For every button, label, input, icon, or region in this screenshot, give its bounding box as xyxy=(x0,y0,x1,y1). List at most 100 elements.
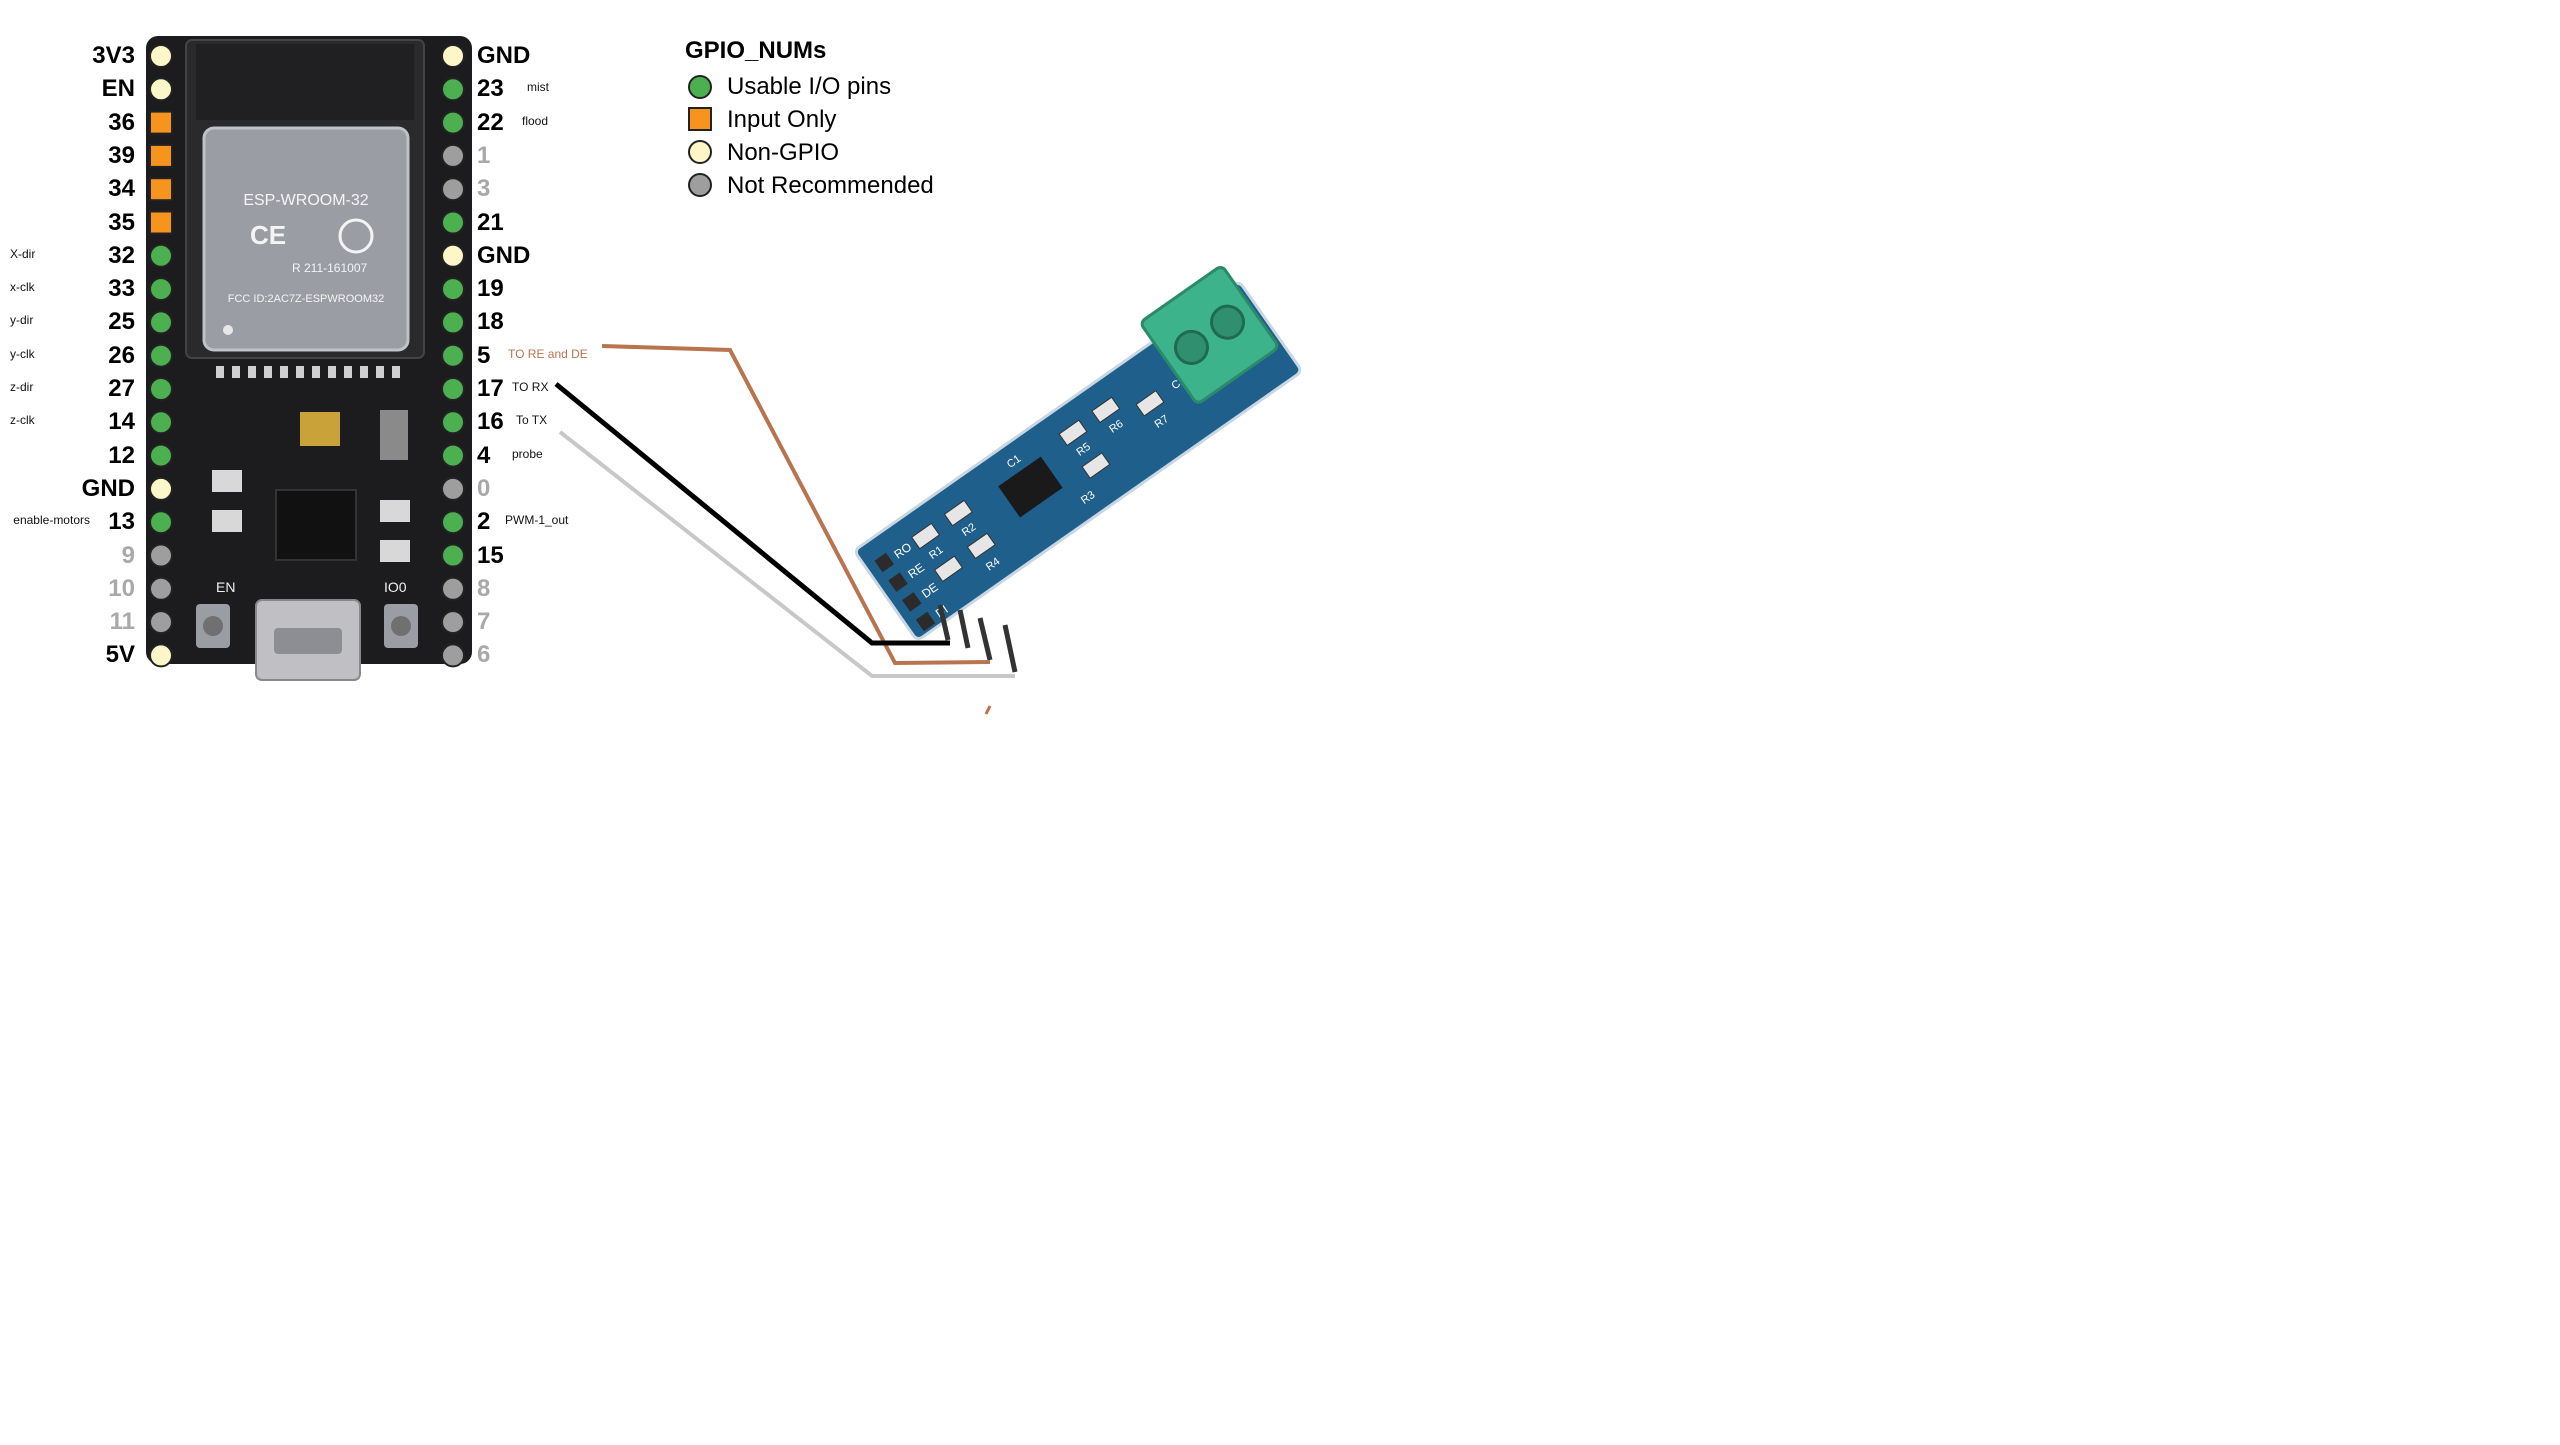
left-pin-note: enable-motors xyxy=(13,513,90,528)
right-pin-note: mist xyxy=(527,80,549,95)
legend-usable-label: Usable I/O pins xyxy=(727,73,892,100)
left-pin-11 xyxy=(149,377,173,401)
left-pin-15 xyxy=(149,510,173,535)
left-pin-2 xyxy=(149,77,173,102)
right-pin-11 xyxy=(441,377,465,401)
right-pin-13 xyxy=(441,443,465,468)
max485-chip xyxy=(998,456,1063,518)
right-pin-number: 23 xyxy=(477,75,504,103)
right-pin-number: 17 xyxy=(477,375,504,402)
right-pin-number: 8 xyxy=(477,574,491,602)
left-pin-number: 36 xyxy=(108,108,135,136)
left-pin-number: 9 xyxy=(121,541,135,569)
legend-input-marker xyxy=(688,107,712,131)
left-pin-number: 25 xyxy=(108,308,135,336)
boot-button-cap[interactable] xyxy=(391,616,411,636)
voltage-regulator xyxy=(380,410,408,460)
right-pin-16 xyxy=(441,543,465,568)
left-pin-14 xyxy=(149,476,173,501)
left-pin-6 xyxy=(149,210,173,235)
right-pin-number: 19 xyxy=(477,275,504,303)
right-pin-number: 16 xyxy=(477,408,504,436)
right-pin-1 xyxy=(441,44,465,68)
right-pin-number: 3 xyxy=(477,175,491,203)
right-pin-8 xyxy=(441,277,465,302)
right-pin-note: PWM-1_out xyxy=(505,513,569,528)
module-marking-3: FCC ID:2AC7Z-ESPWROOM32 xyxy=(228,293,384,305)
right-pin-note: probe xyxy=(512,446,543,461)
module-marking-2: R 211-161007 xyxy=(292,261,367,275)
left-pin-number: 27 xyxy=(108,375,135,402)
rs485-resistors xyxy=(911,389,1165,583)
right-pin-number: 1 xyxy=(477,141,491,169)
legend-markers xyxy=(688,75,712,197)
right-pin-note: To TX xyxy=(516,413,548,428)
left-pin-9 xyxy=(149,310,173,335)
right-pin-19 xyxy=(441,643,465,668)
left-pin-16 xyxy=(149,543,173,568)
right-pin-3 xyxy=(441,110,465,135)
right-pin-number: 22 xyxy=(477,108,504,136)
module-pads xyxy=(216,366,400,378)
left-pin-number: 12 xyxy=(108,441,135,469)
right-pin-number: 2 xyxy=(477,508,491,536)
rs485-module: R1 R2 R3 R4 R5 R6 R7 C1 C2 RO RE DE DI xyxy=(854,266,1302,640)
smd-component xyxy=(212,510,242,532)
right-pin-number: 15 xyxy=(477,541,504,569)
en-button-cap[interactable] xyxy=(203,616,223,636)
screw-terminal xyxy=(1140,266,1279,404)
left-pin-number: 34 xyxy=(108,175,135,203)
right-pin-9 xyxy=(441,310,465,335)
left-pin-1 xyxy=(149,44,173,68)
legend-input-label: Input Only xyxy=(727,106,837,133)
right-pin-note: flood xyxy=(522,113,549,128)
left-pin-note: y-clk xyxy=(10,346,35,361)
legend-notrec-marker xyxy=(688,173,712,197)
left-pin-17 xyxy=(149,576,173,601)
right-pin-number: GND xyxy=(477,42,531,69)
left-pin-note: X-dir xyxy=(10,246,36,261)
right-pin-number: 7 xyxy=(477,608,491,636)
usb-port-opening xyxy=(274,628,342,654)
wifi-logo-icon xyxy=(338,218,374,254)
right-pin-18 xyxy=(441,610,465,635)
legend-usable-marker xyxy=(688,75,712,99)
left-pin-4 xyxy=(149,143,173,168)
esp32-board: ESP-WROOM-32 CE R 211-161007 FCC ID:2AC7… xyxy=(146,36,472,681)
right-pin-6 xyxy=(441,210,465,235)
module-marking-1: CE xyxy=(250,220,286,250)
left-pin-number: 39 xyxy=(108,141,135,169)
right-pin-15 xyxy=(441,510,465,535)
left-pin-number: 13 xyxy=(108,508,135,536)
left-pin-12 xyxy=(149,410,173,435)
right-pin-12 xyxy=(441,410,465,435)
left-pin-7 xyxy=(149,243,173,268)
left-pin-number: 10 xyxy=(108,574,135,602)
smd-component xyxy=(380,540,410,562)
legend-nongpio-marker xyxy=(688,140,712,164)
legend-title: GPIO_NUMs xyxy=(685,37,827,64)
right-pin-4 xyxy=(441,143,465,168)
left-pin-number: 14 xyxy=(108,408,135,436)
right-pin-number: 21 xyxy=(477,208,504,236)
smd-component xyxy=(380,500,410,522)
right-pin-14 xyxy=(441,476,465,501)
left-pin-number: 26 xyxy=(108,341,135,369)
right-pin-number: 4 xyxy=(477,441,491,469)
rs485-header-pins xyxy=(874,552,936,632)
right-pin-2 xyxy=(441,77,465,102)
right-pin-number: 6 xyxy=(477,641,491,669)
screw-terminal-screw-2 xyxy=(1210,304,1246,340)
legend-notrec-label: Not Recommended xyxy=(727,172,934,199)
left-pin-13 xyxy=(149,443,173,468)
right-pin-17 xyxy=(441,576,465,601)
right-pin-7 xyxy=(441,243,465,268)
left-pin-number: 5V xyxy=(105,641,135,669)
en-button-label: EN xyxy=(216,579,235,595)
left-pin-5 xyxy=(149,177,173,202)
right-pin-note: TO RE and DE xyxy=(508,346,588,361)
module-dot xyxy=(223,325,233,335)
wire-re-de xyxy=(601,344,991,666)
